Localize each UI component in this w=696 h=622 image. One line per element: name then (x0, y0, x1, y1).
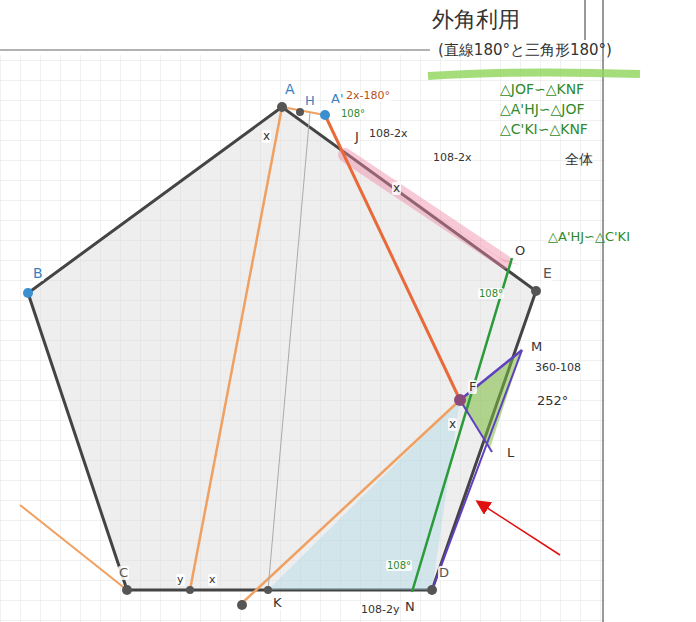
point-label: A' (330, 92, 344, 106)
angle-label: x (392, 182, 401, 195)
angle-label: 108° (386, 560, 412, 571)
point-label: F (468, 380, 477, 394)
point-label: E (542, 266, 553, 281)
similarity-note: △C'KI∽△KNF (500, 122, 588, 137)
point-label: L (506, 446, 515, 460)
angle-label: 108-2x (432, 152, 472, 164)
angle-label: 108-2y (360, 604, 400, 616)
point-label: K (272, 596, 283, 610)
point-label: D (438, 566, 450, 580)
angle-label: 108° (340, 108, 366, 119)
point-label: M (530, 340, 543, 354)
point-label: O (514, 244, 526, 258)
title: 外角利用 (432, 8, 520, 32)
point-label: B (32, 266, 44, 281)
angle-label: x (208, 574, 217, 586)
angle-label: 108-2x (368, 128, 408, 140)
point-label: C (118, 566, 129, 580)
point-label: N (404, 600, 416, 614)
note: 全体 (565, 152, 593, 167)
angle-label: 108° (478, 288, 504, 299)
similarity-note: △JOF∽△KNF (500, 82, 584, 97)
angle-label: x (448, 418, 457, 431)
angle-label: 252° (536, 394, 569, 408)
point-label: J (354, 130, 360, 144)
angle-label: 360-108 (534, 362, 582, 374)
point-label: A (284, 82, 296, 97)
point-label: H (304, 94, 316, 108)
angle-label: 2x-180° (345, 90, 391, 102)
angle-label: y (176, 574, 185, 586)
angle-label: x (262, 130, 271, 143)
note: (直線180°と三角形180°) (438, 42, 612, 59)
similarity-note: △A'HJ∽△C'KI (548, 230, 630, 244)
similarity-note: △A'HJ∽△JOF (500, 102, 585, 117)
